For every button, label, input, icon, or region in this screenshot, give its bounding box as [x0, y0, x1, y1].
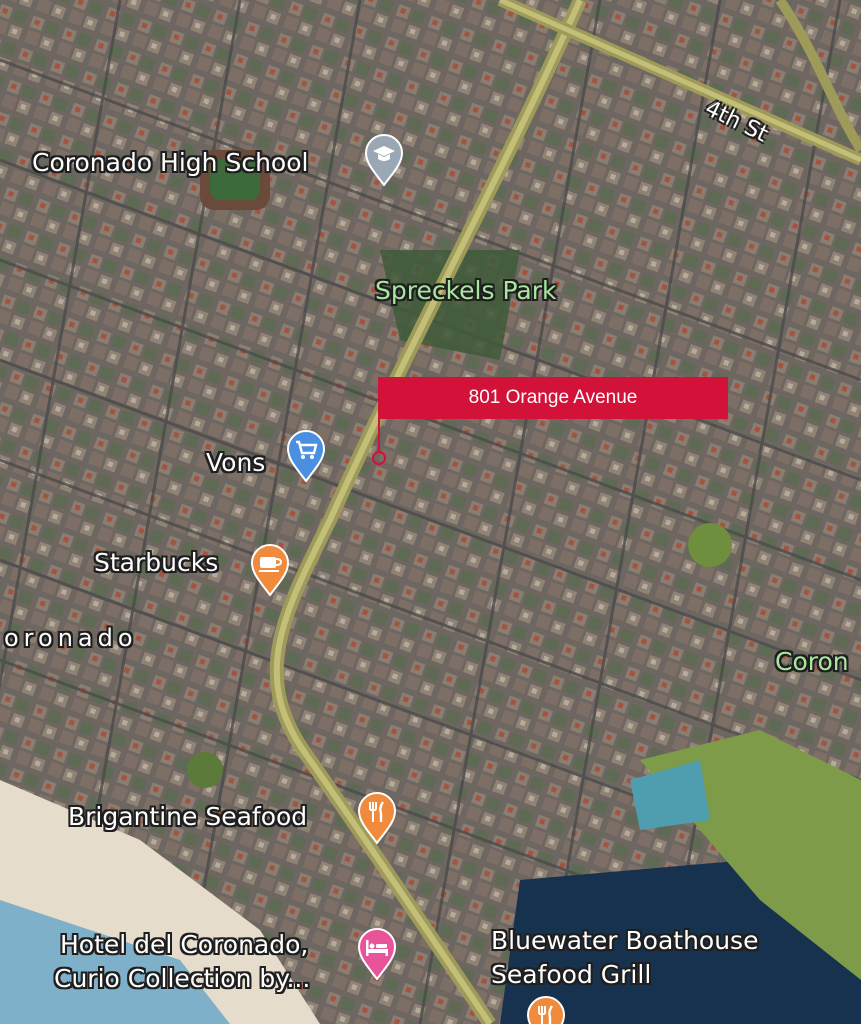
school-pin[interactable]	[364, 134, 404, 186]
spreckels-park-label[interactable]: Spreckels Park	[375, 276, 557, 305]
fork-knife-icon	[357, 792, 397, 844]
fork-knife-icon	[526, 996, 566, 1024]
vons-label[interactable]: Vons	[206, 448, 266, 477]
brigantine-pin[interactable]	[357, 792, 397, 844]
hotel-del-coronado-label-line2[interactable]: Curio Collection by...	[54, 964, 311, 993]
coffee-cup-icon	[250, 544, 290, 596]
coronado-area-label: oronado	[4, 624, 138, 652]
hotel-del-coronado-label-line1[interactable]: Hotel del Coronado,	[60, 930, 309, 959]
callout-leader-line	[378, 419, 380, 453]
shopping-cart-icon	[286, 430, 326, 482]
coronado-area-label-right: Coron	[775, 647, 849, 676]
graduation-cap-icon	[364, 134, 404, 186]
vons-pin[interactable]	[286, 430, 326, 482]
starbucks-pin[interactable]	[250, 544, 290, 596]
hotel-pin[interactable]	[357, 928, 397, 980]
coronado-high-school-label[interactable]: Coronado High School	[32, 148, 309, 177]
bed-icon	[357, 928, 397, 980]
address-callout: 801 Orange Avenue	[378, 377, 728, 419]
bluewater-boathouse-label-line1[interactable]: Bluewater Boathouse	[491, 926, 759, 955]
bluewater-boathouse-label-line2[interactable]: Seafood Grill	[491, 960, 652, 989]
brigantine-seafood-label[interactable]: Brigantine Seafood	[68, 802, 308, 831]
starbucks-label[interactable]: Starbucks	[94, 548, 219, 577]
bluewater-pin[interactable]	[526, 996, 566, 1024]
location-marker-icon[interactable]	[372, 451, 386, 465]
